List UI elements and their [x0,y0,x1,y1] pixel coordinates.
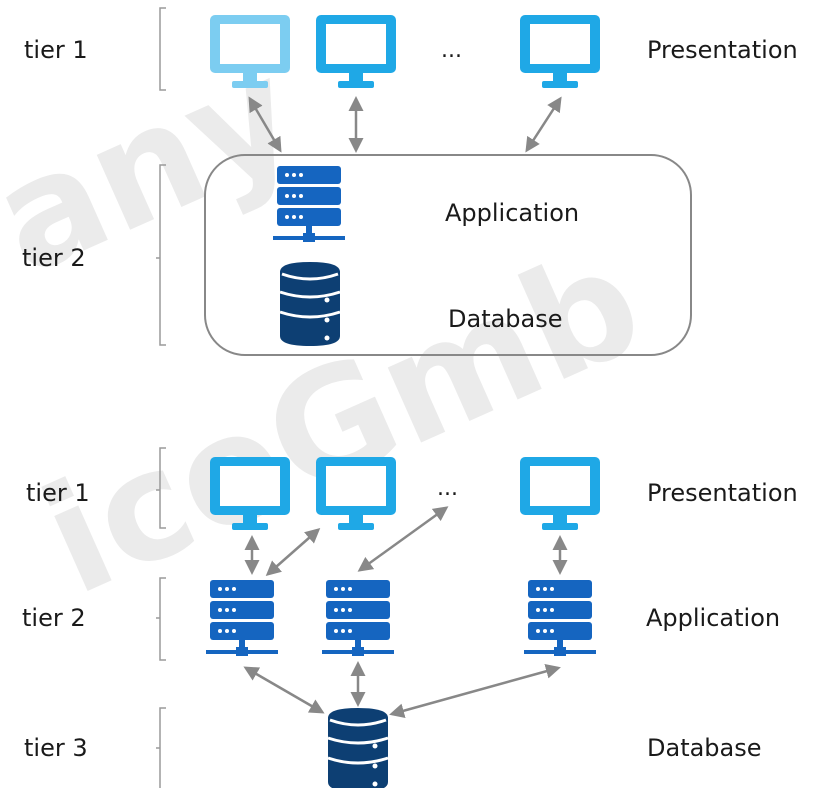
presentation-label: Presentation [647,479,798,507]
server-icon [322,580,394,656]
presentation-label: Presentation [647,36,798,64]
database-icon [326,706,390,788]
tier2-label: tier 2 [22,604,86,632]
server-icon [206,580,278,656]
tier1-bracket-bottom [156,447,166,529]
database-label: Database [647,734,762,762]
tier2-label: tier 2 [22,244,86,272]
double-arrow-icon [265,528,321,576]
monitor-icon [210,15,290,88]
monitor-icon [316,15,396,88]
tier1-label: tier 1 [24,36,88,64]
monitor-icon [520,457,600,530]
ellipsis: ... [441,38,462,63]
double-arrow-icon [389,663,561,719]
double-arrow-icon [243,666,325,714]
monitor-icon [210,457,290,530]
database-label: Database [448,305,563,333]
double-arrow-icon [357,506,449,572]
tier2-bracket-top [156,164,166,346]
tier1-label: tier 1 [26,479,90,507]
tier3-bracket-bottom [156,707,166,788]
tier3-label: tier 3 [24,734,88,762]
database-icon [278,260,342,348]
tier2-bracket-bottom [156,577,166,661]
app-db-container [204,154,692,356]
monitor-icon [520,15,600,88]
tier1-bracket-top [159,7,166,91]
application-label: Application [445,199,580,227]
ellipsis: ... [437,476,458,501]
application-label: Application [646,604,781,632]
monitor-icon [316,457,396,530]
double-arrow-icon [248,96,282,153]
server-icon [524,580,596,656]
server-icon [273,166,345,242]
double-arrow-icon [525,96,562,153]
